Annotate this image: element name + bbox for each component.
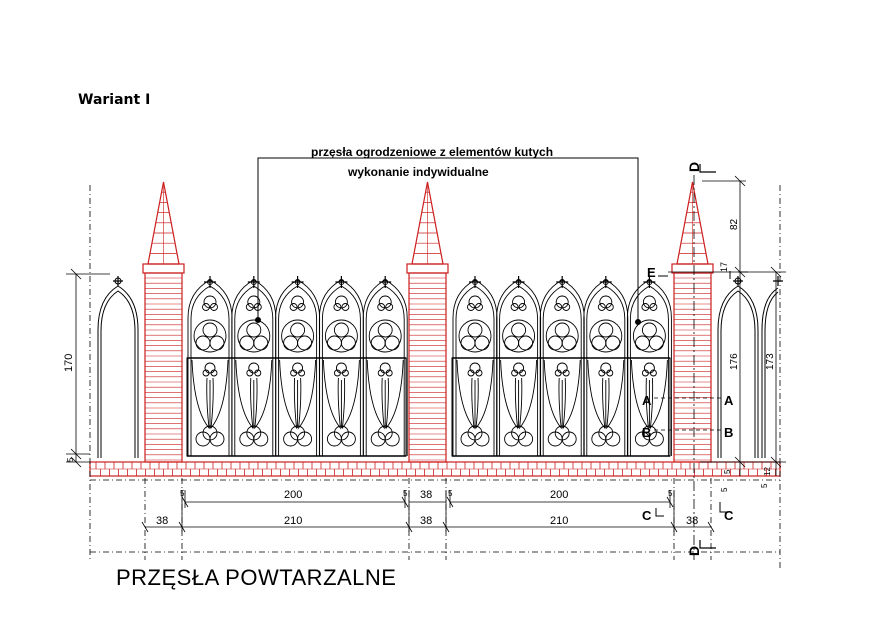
dim-right-far: 173 bbox=[765, 353, 776, 370]
dim-pillar-3: 38 bbox=[420, 515, 432, 527]
dim-bottom-span-1: 210 bbox=[284, 515, 302, 527]
dim-gap-3: 5 bbox=[448, 489, 453, 498]
fence-bay-2-5 bbox=[626, 276, 672, 456]
fence-bay-1-1 bbox=[187, 276, 233, 456]
dim-right-mid: 176 bbox=[729, 353, 740, 370]
section-mark-d-top: D bbox=[686, 162, 716, 173]
dim-pillar-1: 38 bbox=[156, 515, 168, 527]
dim-left-height: 170 bbox=[63, 354, 75, 372]
section-marks-right-side bbox=[729, 271, 748, 279]
fence-bay-1-4 bbox=[318, 276, 364, 456]
fence-bay-2-1 bbox=[452, 276, 498, 456]
dim-bottom-span-2: 210 bbox=[550, 515, 568, 527]
brick-pillars bbox=[142, 181, 714, 463]
brick-pillar-1 bbox=[142, 181, 185, 463]
dim-right-base: 5 bbox=[723, 469, 732, 474]
side-arch-left bbox=[97, 276, 139, 458]
fence-panel-1 bbox=[186, 276, 408, 457]
section-mark-c: C C bbox=[642, 502, 734, 523]
bottom-title: PRZĘSŁA POWTARZALNE bbox=[116, 565, 397, 590]
fence-bay-1-3 bbox=[275, 276, 321, 456]
fence-bay-2-4 bbox=[583, 276, 629, 456]
fence-bay-1-2 bbox=[231, 276, 277, 456]
callout-line-1: przęsła ogrodzeniowe z elementów kutych bbox=[311, 145, 553, 159]
side-arch-right bbox=[717, 276, 783, 458]
fence-bay-2-2 bbox=[496, 276, 542, 456]
dim-right-base-3: 5 bbox=[720, 487, 729, 492]
brick-pillar-2 bbox=[406, 181, 449, 463]
dim-right-base-4: 5 bbox=[760, 483, 769, 488]
dim-gap-4: 5 bbox=[668, 489, 673, 498]
variant-heading: Wariant I bbox=[78, 92, 151, 108]
dim-gap-2: 5 bbox=[403, 489, 408, 498]
dim-left-base: 5 bbox=[66, 457, 75, 462]
svg-text:C: C bbox=[642, 508, 652, 523]
brick-pillar-3 bbox=[671, 181, 714, 463]
svg-text:A: A bbox=[642, 393, 652, 408]
fence-bay-1-5 bbox=[362, 276, 408, 456]
section-mark-e: E bbox=[647, 265, 668, 280]
svg-text:D: D bbox=[686, 546, 702, 556]
svg-text:A: A bbox=[724, 393, 734, 408]
svg-text:D: D bbox=[686, 162, 702, 172]
dim-top-span-2: 200 bbox=[550, 489, 568, 501]
dim-pillar-4: 38 bbox=[686, 515, 698, 527]
dimension-left bbox=[66, 268, 110, 468]
fence-bay-2-3 bbox=[539, 276, 585, 456]
section-mark-d-bottom: D bbox=[686, 540, 716, 556]
fence-panel-2 bbox=[451, 276, 672, 457]
callout-leader bbox=[255, 157, 641, 325]
dim-top-span-1: 200 bbox=[284, 489, 302, 501]
svg-text:B: B bbox=[642, 425, 651, 440]
svg-text:B: B bbox=[724, 425, 733, 440]
dim-right-base-2: 12 bbox=[763, 467, 772, 476]
dim-right-17: 17 bbox=[719, 262, 729, 272]
dim-gap-1: 5 bbox=[180, 489, 185, 498]
forged-panels bbox=[186, 276, 672, 457]
base-brick-joints bbox=[90, 462, 780, 476]
dimension-chain-bottom bbox=[141, 490, 715, 533]
section-mark-a: A A bbox=[642, 393, 734, 408]
svg-text:C: C bbox=[724, 508, 734, 523]
dim-pillar-2: 38 bbox=[420, 489, 432, 501]
section-mark-b: B B bbox=[642, 425, 733, 440]
callout-line-2: wykonanie indywidualne bbox=[347, 165, 489, 179]
brick-base bbox=[89, 461, 781, 477]
dim-right-top: 82 bbox=[729, 218, 740, 230]
svg-text:E: E bbox=[647, 265, 656, 280]
